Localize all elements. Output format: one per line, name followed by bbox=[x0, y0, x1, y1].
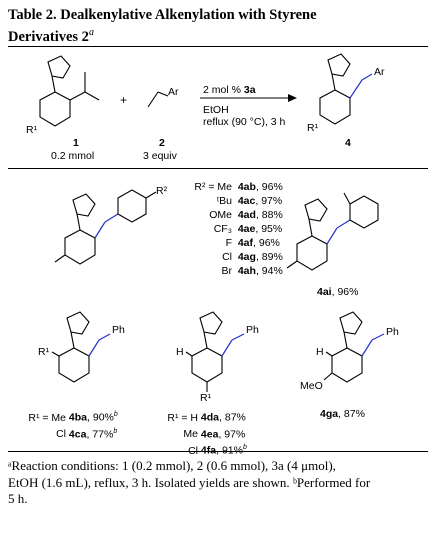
styrene-2-ar-label: Ar bbox=[168, 86, 179, 98]
conditions-catalyst: 2 mol % 3a bbox=[203, 84, 256, 96]
product-4-ar-label: Ar bbox=[374, 66, 385, 78]
entry-4af: F 4af, 96% bbox=[225, 237, 280, 249]
product-4ab-structure bbox=[54, 189, 157, 265]
entry-4ea: Me 4ea, 97% bbox=[183, 428, 246, 440]
entry-4ah: Br 4ah, 94% bbox=[221, 265, 283, 277]
product-4da-structure bbox=[185, 311, 245, 392]
product-4ga-structure bbox=[323, 311, 385, 383]
entries-4d-h-label: H bbox=[176, 346, 184, 358]
entry-4ai: 4ai, 96% bbox=[317, 286, 359, 298]
substrate-1-r1-label: R¹ bbox=[26, 124, 38, 136]
entries-4b-r1-label: R¹ bbox=[38, 346, 50, 358]
product-4ba-structure bbox=[51, 311, 111, 383]
product-4ai-structure bbox=[286, 192, 379, 271]
table-footnote: ᵃReaction conditions: 1 (0.2 mmol), 2 (0… bbox=[8, 458, 428, 508]
entries-4d-ph-label: Ph bbox=[246, 324, 259, 336]
footnote-line1: ᵃReaction conditions: 1 (0.2 mmol), 2 (0… bbox=[8, 458, 336, 473]
styrene-2-number: 2 bbox=[159, 137, 165, 149]
styrene-2-amount: 3 equiv bbox=[143, 150, 177, 162]
entry-4ga-h-label: H bbox=[316, 346, 324, 358]
entries-4a-r2-label: R² bbox=[156, 185, 168, 197]
entry-4ac: ᵗBu 4ac, 97% bbox=[216, 195, 283, 207]
footnote-line3: 5 h. bbox=[8, 491, 28, 506]
styrene-2-structure bbox=[147, 91, 169, 108]
entry-4ga-ph-label: Ph bbox=[386, 326, 399, 338]
footnote-line2: EtOH (1.6 mL), reflux, 3 h. Isolated yie… bbox=[8, 474, 371, 490]
entry-4ad: OMe 4ad, 88% bbox=[209, 209, 283, 221]
table-title-line2: Derivatives 2a bbox=[8, 27, 94, 45]
substrate-1-amount: 0.2 mmol bbox=[51, 150, 95, 162]
entry-4ag: Cl 4ag, 89% bbox=[222, 251, 283, 263]
plus-sign: + bbox=[120, 93, 128, 107]
entries-4b-list: R¹ = Me 4ba, 90%b Cl 4ca, 77%b bbox=[20, 408, 118, 441]
entry-4ga: 4ga, 87% bbox=[320, 408, 365, 420]
entries-4d-list: R¹ = H 4da, 87% Me 4ea, 97% Cl 4fa, 91%b bbox=[158, 408, 247, 458]
product-4-structure bbox=[319, 53, 373, 125]
entries-4b-ph-label: Ph bbox=[112, 324, 125, 336]
table-title-line1: Table 2. Dealkenylative Alkenylation wit… bbox=[8, 7, 317, 23]
entry-4ca: Cl 4ca, 77%b bbox=[56, 427, 118, 441]
product-4-r1-label: R¹ bbox=[307, 122, 319, 134]
entry-4ab: R² = Me 4ab, 96% bbox=[194, 181, 283, 193]
substrate-1-structure bbox=[39, 55, 100, 127]
entry-4ga-meo-label: MeO bbox=[300, 380, 323, 392]
conditions-solvent: EtOH bbox=[203, 104, 229, 116]
top-rule bbox=[8, 46, 428, 47]
entries-4d-r1-label: R¹ bbox=[200, 392, 212, 404]
reaction-arrow bbox=[200, 94, 297, 102]
bottom-rule bbox=[8, 451, 428, 452]
conditions-temperature: reflux (90 °C), 3 h bbox=[203, 116, 286, 128]
substrate-1-number: 1 bbox=[73, 137, 79, 149]
product-4-number: 4 bbox=[345, 137, 351, 149]
entry-4ba: R¹ = Me 4ba, 90%b bbox=[28, 411, 118, 424]
entry-4fa: Cl 4fa, 91%b bbox=[188, 444, 247, 457]
scheme-rule bbox=[8, 168, 428, 169]
table-title: Table 2. Dealkenylative Alkenylation wit… bbox=[8, 6, 428, 46]
entry-4da: R¹ = H 4da, 87% bbox=[167, 411, 246, 424]
entry-4ae: CF₃ 4ae, 95% bbox=[213, 223, 283, 235]
entries-4a-list: R² = Me 4ab, 96% ᵗBu 4ac, 97% OMe 4ad, 8… bbox=[176, 180, 283, 278]
